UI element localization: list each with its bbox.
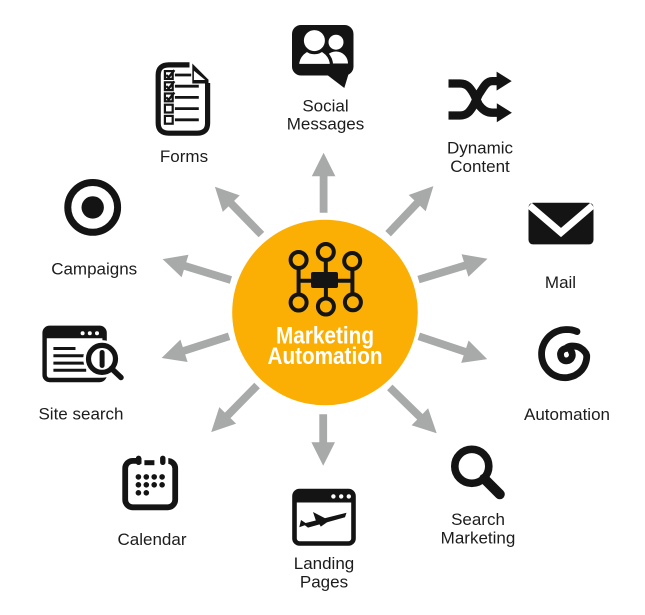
svg-text:Search: Search — [451, 510, 505, 529]
svg-text:Content: Content — [450, 157, 510, 176]
svg-text:Landing: Landing — [294, 554, 355, 573]
svg-text:Social: Social — [302, 97, 348, 116]
svg-text:Pages: Pages — [300, 572, 348, 591]
svg-text:Marketing: Marketing — [441, 528, 516, 547]
svg-text:Mail: Mail — [545, 273, 576, 292]
svg-text:Forms: Forms — [160, 147, 208, 166]
svg-text:Calendar: Calendar — [118, 530, 187, 549]
svg-text:Automation: Automation — [524, 405, 610, 424]
svg-text:Messages: Messages — [287, 114, 364, 133]
svg-text:Dynamic: Dynamic — [447, 139, 514, 158]
svg-text:Site search: Site search — [38, 404, 123, 423]
svg-text:Automation: Automation — [268, 343, 383, 370]
svg-text:Campaigns: Campaigns — [51, 259, 137, 278]
svg-text:Marketing: Marketing — [276, 322, 374, 349]
